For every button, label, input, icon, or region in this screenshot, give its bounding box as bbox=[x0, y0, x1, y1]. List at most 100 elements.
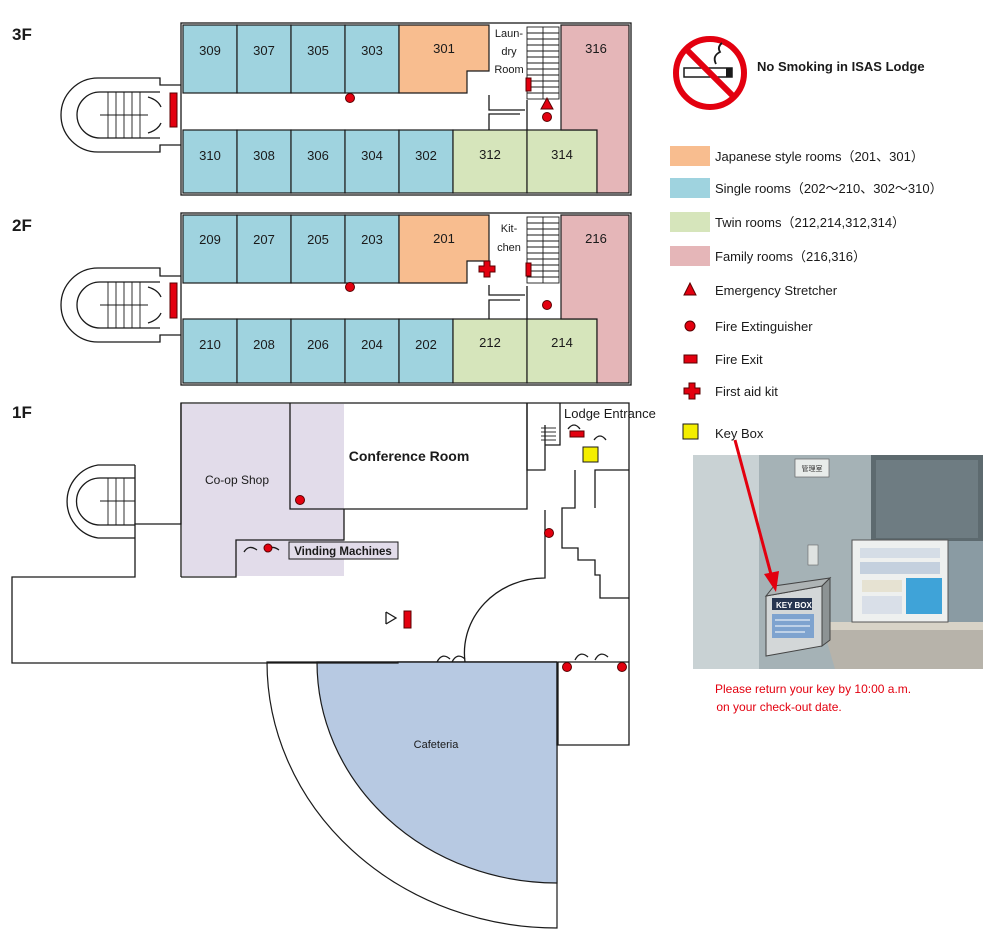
interior-walls bbox=[561, 469, 629, 599]
room-309 bbox=[182, 24, 238, 94]
room-label: 206 bbox=[307, 337, 329, 352]
fire-extinguisher-icon bbox=[295, 495, 305, 505]
key-box-text: KEY BOX bbox=[776, 601, 813, 610]
room-label: 202 bbox=[415, 337, 437, 352]
fire-exit-icon bbox=[169, 92, 178, 128]
room-308 bbox=[236, 129, 292, 194]
room-label: 203 bbox=[361, 232, 383, 247]
room-214 bbox=[526, 318, 598, 384]
kitchen-label: Kit- bbox=[501, 223, 518, 235]
stair-tower bbox=[60, 77, 181, 153]
room-label: 310 bbox=[199, 148, 221, 163]
room-label: 305 bbox=[307, 43, 329, 58]
floor-2f-outline bbox=[180, 212, 632, 386]
room-316 bbox=[560, 24, 630, 194]
room-sign-text: 管理室 bbox=[802, 464, 823, 473]
legend-swatch-twin bbox=[670, 212, 710, 232]
room-label: 316 bbox=[585, 41, 607, 56]
yellow-square-icon bbox=[682, 423, 699, 440]
stairs bbox=[541, 427, 556, 441]
corridor-walls bbox=[488, 285, 528, 319]
room-label: 309 bbox=[199, 43, 221, 58]
corridor-walls bbox=[488, 95, 528, 130]
fire-exit-icon bbox=[569, 430, 585, 438]
room-sign bbox=[794, 458, 830, 478]
laundry-label: dry bbox=[501, 46, 517, 58]
interior-walls bbox=[526, 403, 561, 471]
fire-extinguisher-icon bbox=[542, 112, 552, 122]
laundry-label: Laun- bbox=[495, 28, 523, 40]
room-204 bbox=[344, 318, 400, 384]
legend-label: Emergency Stretcher bbox=[715, 283, 838, 298]
arrow-icon bbox=[733, 439, 774, 579]
fire-exit-icon bbox=[525, 262, 532, 277]
stair-tower bbox=[60, 267, 181, 343]
lobby-curve bbox=[463, 510, 559, 745]
fire-extinguisher-icon bbox=[345, 282, 355, 292]
room-310 bbox=[182, 129, 238, 194]
cafeteria-area bbox=[316, 661, 558, 884]
fire-extinguisher-icon bbox=[263, 543, 273, 553]
lodge-entrance-label: Lodge Entrance bbox=[564, 406, 656, 421]
laundry-label: Room bbox=[494, 64, 523, 76]
no-smoking-sign: No Smoking in ISAS Lodge bbox=[673, 36, 925, 110]
cafeteria-label: Cafeteria bbox=[414, 739, 460, 751]
key-box-icon bbox=[582, 446, 599, 463]
room-205 bbox=[290, 214, 346, 284]
stairs bbox=[526, 216, 560, 284]
fire-exit-icon bbox=[169, 282, 178, 319]
room-label: 216 bbox=[585, 231, 607, 246]
room-209 bbox=[182, 214, 238, 284]
coop-shop-label: Co-op Shop bbox=[205, 473, 269, 487]
room-label: 210 bbox=[199, 337, 221, 352]
room-304 bbox=[344, 129, 400, 194]
arrow-head-icon bbox=[764, 571, 779, 592]
room-label: 304 bbox=[361, 148, 383, 163]
legend-label: Japanese style rooms（201、301） bbox=[715, 149, 924, 164]
fire-exit-icon bbox=[403, 610, 412, 629]
floor-2f: 2F 209 207 205 203 201 210 208 206 204 2… bbox=[12, 212, 632, 386]
room-label: 208 bbox=[253, 337, 275, 352]
room-label: 303 bbox=[361, 43, 383, 58]
room-label: 312 bbox=[479, 147, 501, 162]
room-212 bbox=[452, 318, 528, 384]
vending-machines-box bbox=[288, 541, 399, 560]
room-label: 302 bbox=[415, 148, 437, 163]
floor-3f-outline bbox=[180, 22, 632, 196]
floor-label-1f: 1F bbox=[12, 403, 32, 422]
legend-swatch-family bbox=[670, 246, 710, 266]
legend-label: Fire Exit bbox=[715, 352, 763, 367]
room-label: 306 bbox=[307, 148, 329, 163]
floor-1f: 1F Cafeteria Co-op Shop Conference Room … bbox=[11, 402, 656, 929]
triangle-icon bbox=[683, 281, 697, 296]
room-305 bbox=[290, 24, 346, 94]
first-aid-kit-icon bbox=[478, 260, 496, 278]
circle-icon bbox=[684, 320, 696, 332]
room-label: 205 bbox=[307, 232, 329, 247]
legend-swatch-japanese bbox=[670, 146, 710, 166]
room-label: 204 bbox=[361, 337, 383, 352]
room-label: 201 bbox=[433, 231, 455, 246]
room-label: 314 bbox=[551, 147, 573, 162]
room-206 bbox=[290, 318, 346, 384]
floor-label-2f: 2F bbox=[12, 216, 32, 235]
legend-label: Twin rooms（212,214,312,314） bbox=[715, 215, 905, 230]
floor-3f: 3F 309 307 305 303 301 310 308 306 304 3… bbox=[12, 22, 632, 196]
legend: Japanese style rooms（201、301） Single roo… bbox=[670, 146, 943, 441]
notice-line-1: Please return your key by 10:00 a.m. bbox=[715, 682, 911, 696]
fire-extinguisher-icon bbox=[562, 662, 572, 672]
room-203 bbox=[344, 214, 400, 284]
legend-label: Single rooms（202～210、302～310） bbox=[715, 181, 943, 196]
room-label: 307 bbox=[253, 43, 275, 58]
room-207 bbox=[236, 214, 292, 284]
room-label: 209 bbox=[199, 232, 221, 247]
key-box-slot bbox=[772, 598, 812, 610]
vending-machines-label: Vinding Machines bbox=[294, 546, 392, 558]
legend-swatch-single bbox=[670, 178, 710, 198]
fire-exit-icon bbox=[525, 77, 532, 92]
door-icon bbox=[436, 653, 609, 663]
room-302 bbox=[398, 129, 454, 194]
legend-label: Key Box bbox=[715, 426, 764, 441]
room-201 bbox=[398, 214, 490, 284]
